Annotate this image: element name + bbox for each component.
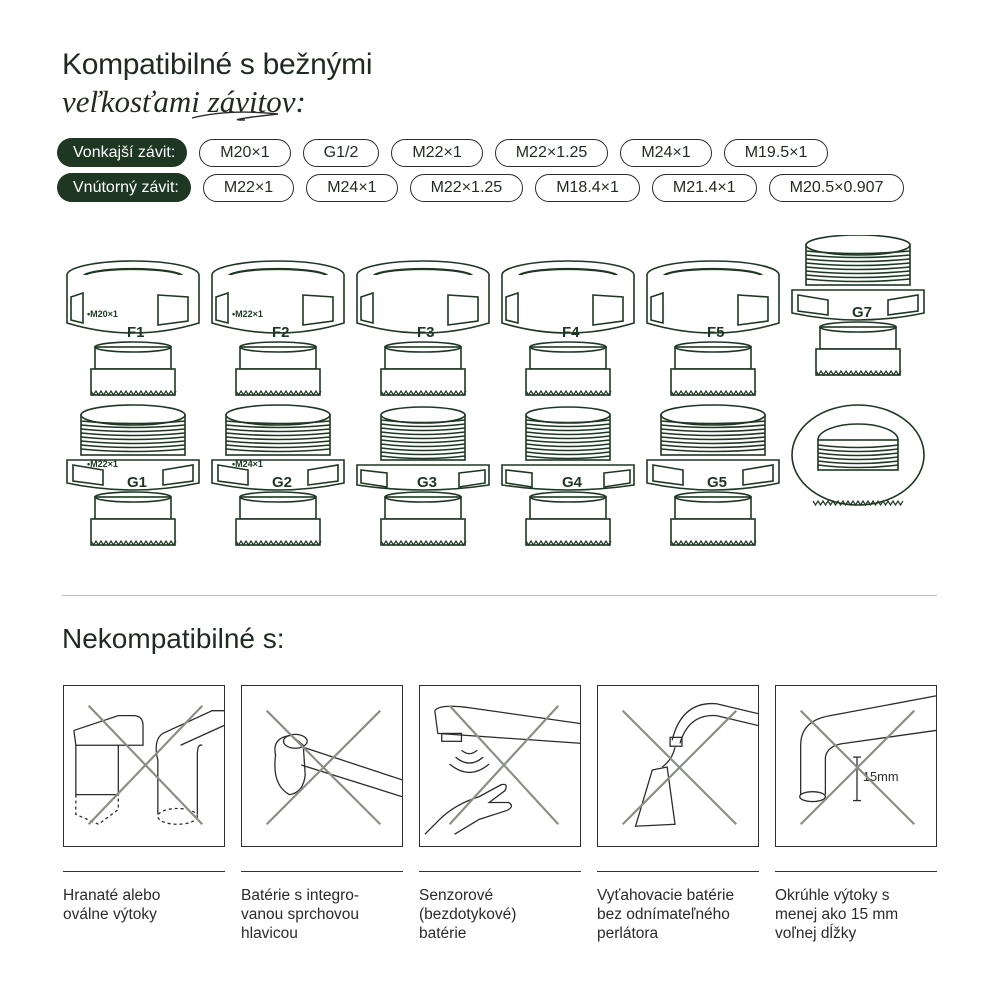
incompatible-caption: Okrúhle výtoky s menej ako 15 mm voľnej … xyxy=(775,887,899,942)
adapter-g7: G7 xyxy=(791,235,925,377)
adapter-code: G4 xyxy=(562,474,583,491)
thread-size-pill: M24×1 xyxy=(306,173,398,202)
incompatible-caption: Vyťahovacie batérie bez odnímateľného pe… xyxy=(597,887,735,942)
external-thread-label: Vonkajší závit: xyxy=(57,138,188,167)
adapter-g5: G5 xyxy=(646,404,780,547)
sensor-faucet-icon xyxy=(424,705,580,835)
page-title: Kompatibilné s bežnými xyxy=(62,48,373,81)
incompatible-caption: Hranaté alebo oválne výtoky xyxy=(63,887,161,923)
incompatible-caption: Senzorové (bezdotykové) batérie xyxy=(419,887,517,942)
square-spout-icon xyxy=(73,705,224,826)
adapter-g1: G1 •M22×1 xyxy=(66,404,200,547)
adapter-code: G1 xyxy=(127,474,147,491)
thread-size-pill: M22×1.25 xyxy=(409,173,524,202)
section-divider xyxy=(62,595,937,596)
caption-divider xyxy=(597,871,759,872)
incompatible-panel-pull-out-faucet xyxy=(597,685,759,847)
incompatible-panel-square-spout xyxy=(63,685,225,847)
adapter-thread-mark: •M24×1 xyxy=(232,459,263,469)
adapter-f1: F1 •M20×1 xyxy=(66,260,200,397)
thread-size-pill: M21.4×1 xyxy=(651,173,757,202)
caption-divider xyxy=(241,871,403,872)
adapter-code: F3 xyxy=(417,324,435,341)
scribble-underline xyxy=(191,111,279,121)
thread-size-pill: M18.4×1 xyxy=(535,173,640,202)
incompatible-panel-short-round-spout: 15mm xyxy=(775,685,937,847)
adapter-code: G3 xyxy=(417,474,437,491)
thread-size-pill: M20.5×0.907 xyxy=(768,173,905,202)
adapter-code: G2 xyxy=(272,474,292,491)
adapter-thread-mark: •M22×1 xyxy=(232,309,263,319)
adapter-g4: G4 xyxy=(501,406,635,547)
thread-size-pill: M19.5×1 xyxy=(723,138,829,167)
adapter-f4: F4 xyxy=(501,260,635,397)
internal-thread-label: Vnútorný závit: xyxy=(57,173,191,202)
thread-size-pill: M22×1 xyxy=(202,173,295,202)
thread-size-pill: M22×1 xyxy=(391,138,483,167)
incompatible-caption: Batérie s integro- vanou sprchovou hlavi… xyxy=(241,887,360,942)
incompatible-title: Nekompatibilné s: xyxy=(62,623,285,654)
adapter-thread-mark: •M22×1 xyxy=(87,459,118,469)
internal-thread-row: Vnútorný závit: M22×1 M24×1 M22×1.25 M18… xyxy=(57,173,905,202)
incompatible-panel-sensor-faucet xyxy=(419,685,581,847)
adapter-code: F1 xyxy=(127,324,145,341)
incompatible-panel-integrated-shower xyxy=(241,685,403,847)
dimension-label: 15mm xyxy=(863,769,899,784)
adapter-code: G7 xyxy=(852,304,872,321)
caption-divider xyxy=(419,871,581,872)
short-round-spout-icon: 15mm xyxy=(799,695,936,826)
external-thread-row: Vonkajší závit: M20×1 G1/2 M22×1 M22×1.2… xyxy=(57,138,829,167)
adapter-thread-mark: •M20×1 xyxy=(87,309,118,319)
thread-size-pill: M20×1 xyxy=(199,138,291,167)
thread-size-pill: G1/2 xyxy=(302,138,380,167)
thread-size-pill: M24×1 xyxy=(620,138,712,167)
caption-divider xyxy=(63,871,225,872)
adapter-g3: G3 xyxy=(356,406,490,547)
adapter-f5: F5 xyxy=(646,260,780,397)
thread-size-pill: M22×1.25 xyxy=(494,138,609,167)
adapter-f2: F2 •M22×1 xyxy=(211,260,345,397)
integrated-shower-head-icon xyxy=(265,709,402,826)
adapter-code: G5 xyxy=(707,474,727,491)
adapter-f3: F3 xyxy=(356,260,490,397)
adapter-g2: G2 •M24×1 xyxy=(211,404,345,547)
adapter-ring xyxy=(791,404,925,507)
pull-out-faucet-icon xyxy=(621,703,758,827)
adapter-code: F4 xyxy=(562,324,580,341)
adapter-code: F5 xyxy=(707,324,725,341)
caption-divider xyxy=(775,871,937,872)
adapter-code: F2 xyxy=(272,324,290,341)
